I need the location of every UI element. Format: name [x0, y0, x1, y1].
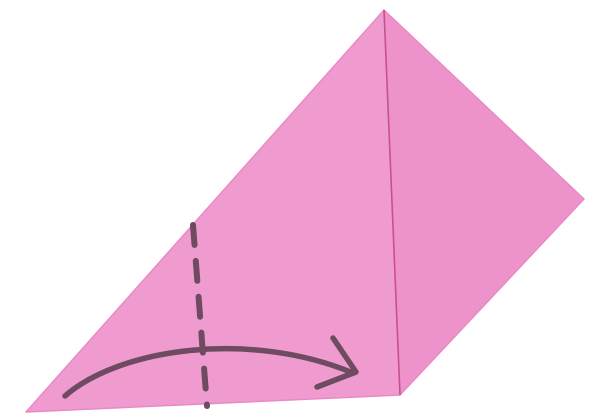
origami-fold-diagram — [0, 0, 596, 417]
